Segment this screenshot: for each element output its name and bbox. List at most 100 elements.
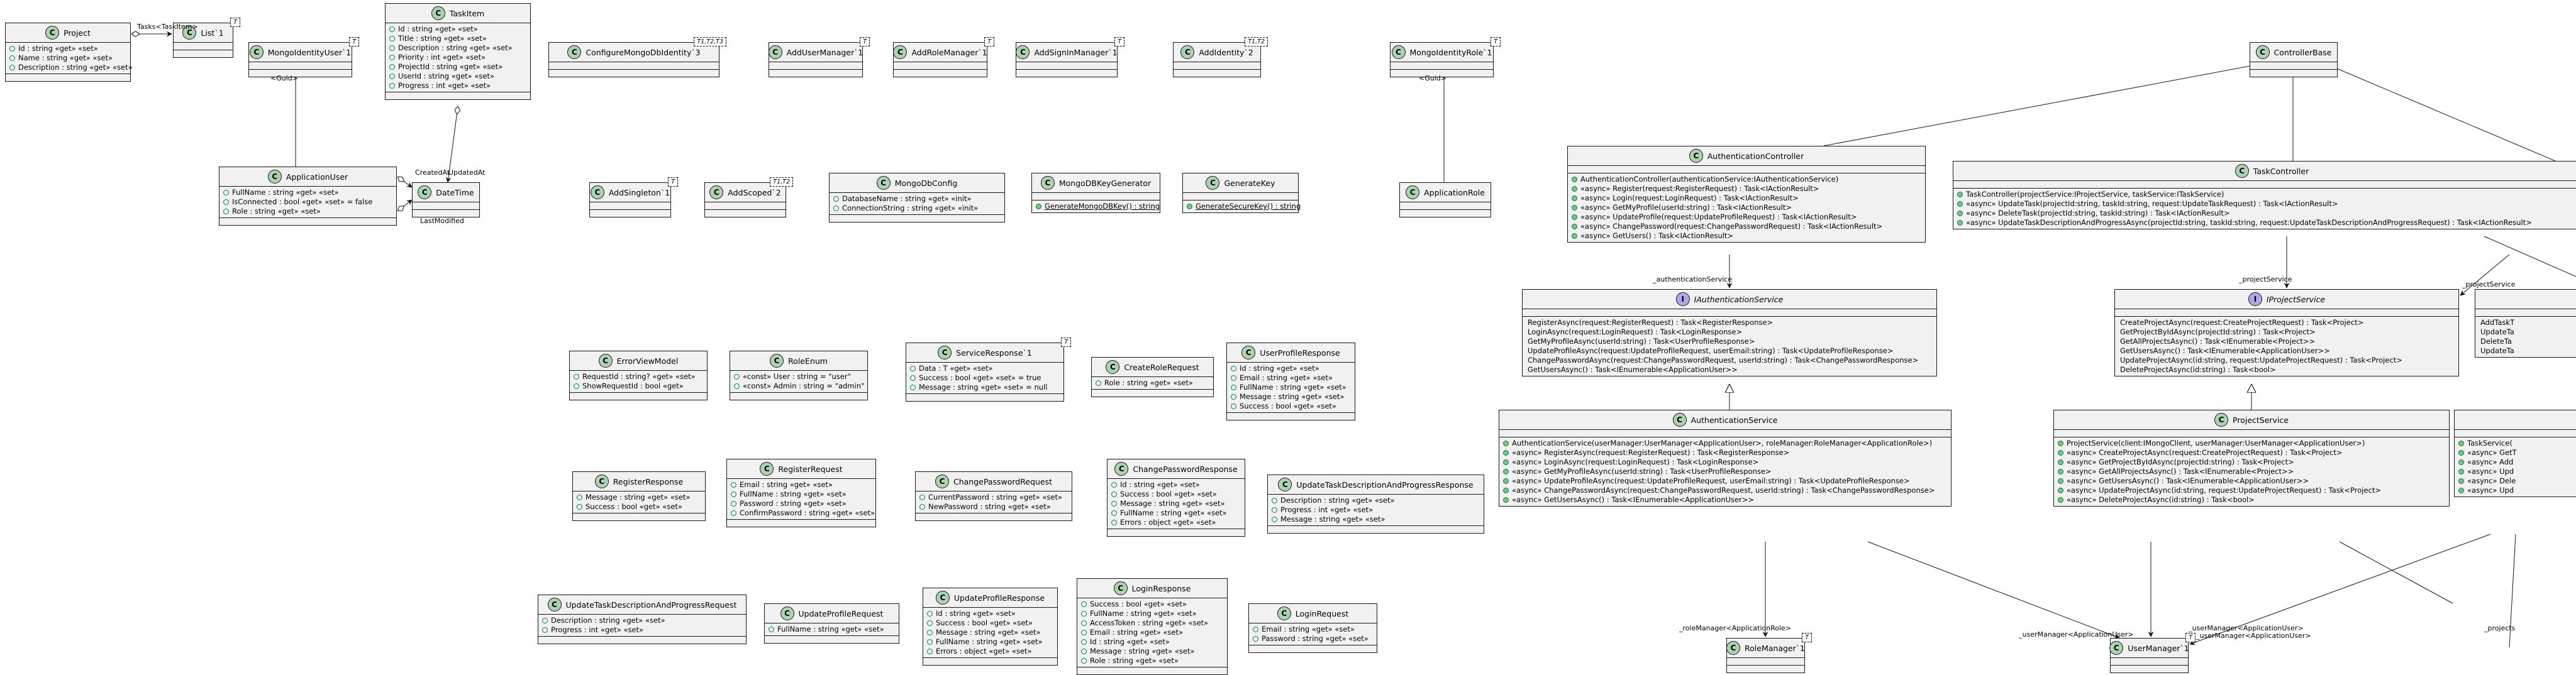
method-row: «async» Register(request:RegisterRequest… xyxy=(1572,184,1921,194)
class-name: UpdateTaskDescriptionAndProgressRequest xyxy=(565,600,737,610)
method-text: ChangePasswordAsync(request:ChangePasswo… xyxy=(1528,356,1919,365)
edge-taskctl-partial xyxy=(2484,236,2576,277)
class-name: ChangePasswordResponse xyxy=(1133,464,1238,474)
methods-section xyxy=(923,658,1057,665)
fields-section: Message : string «get» «set»Success : bo… xyxy=(573,491,705,513)
method-row: «async» UpdateProfileAsync(request:Updat… xyxy=(1503,476,1947,486)
field-row: Message : string «get» «set» xyxy=(927,628,1053,637)
public-method-icon xyxy=(1503,450,1509,456)
methods-section: GenerateSecureKey() : string xyxy=(1183,200,1301,212)
class-stereotype-icon: C xyxy=(1672,413,1687,427)
class-name: UserManager`1 xyxy=(2128,643,2189,653)
field-text: FullName : string «get» «set» xyxy=(740,490,847,498)
class-name: UpdateTaskDescriptionAndProgressResponse xyxy=(1296,480,1474,490)
field-row: Success : bool «get» «set» xyxy=(1111,490,1241,499)
method-row: GetAllProjectsAsync() : Task<IEnumerable… xyxy=(2119,337,2455,346)
fields-section: CurrentPassword : string «get» «set»NewP… xyxy=(916,491,1072,513)
field-text: Description : string «get» «set» xyxy=(1280,496,1395,505)
class-stereotype-icon: C xyxy=(768,45,782,59)
field-text: Email : string «get» «set» xyxy=(1240,373,1333,382)
class-box-tasksvc_partial[interactable]: TaskService(«async» GetT«async» Add«asyn… xyxy=(2454,410,2576,497)
class-name: RegisterResponse xyxy=(613,476,684,486)
public-field-icon xyxy=(1111,501,1117,507)
class-stereotype-icon: C xyxy=(760,462,774,476)
method-text: GenerateMongoDBKey() : string xyxy=(1045,202,1160,211)
field-row: FullName : string «get» «set» xyxy=(1111,508,1241,518)
field-row: FullName : string «get» «set» xyxy=(1231,383,1351,392)
class-name: ChangePasswordRequest xyxy=(953,476,1053,486)
method-row: «async» RegisterAsync(request:RegisterRe… xyxy=(1503,448,1947,458)
public-method-icon xyxy=(1572,186,1577,192)
edge-partial-controllerbase xyxy=(2322,62,2576,170)
method-row: «async» ChangePasswordAsync(request:Chan… xyxy=(1503,486,1947,495)
method-row: ProjectService(client:IMongoClient, user… xyxy=(2058,439,2445,448)
method-text: «async» GetProjectByIdAsync(projectId:st… xyxy=(2067,458,2294,466)
method-row: DeleteProjectAsync(id:string) : Task<boo… xyxy=(2119,365,2455,375)
class-name: ProjectService xyxy=(2233,415,2289,425)
field-text: Role : string «get» «set» xyxy=(1104,378,1193,387)
edge-label-user-manager-1: _userManager<ApplicationUser> xyxy=(2019,630,2134,639)
field-row: Email : string «get» «set» xyxy=(1231,373,1351,383)
class-name: CreateRoleRequest xyxy=(1124,362,1199,372)
class-name: List`1 xyxy=(201,28,224,38)
field-text: Message : string «get» «set» xyxy=(936,628,1041,637)
field-row: FullName : string «get» «set» xyxy=(1081,609,1223,618)
public-field-icon xyxy=(731,510,736,516)
public-field-icon xyxy=(1111,510,1117,516)
fields-section xyxy=(1016,62,1117,70)
public-field-icon xyxy=(1081,630,1087,635)
fields-section xyxy=(549,62,719,70)
field-row: Email : string «get» «set» xyxy=(1253,625,1373,634)
